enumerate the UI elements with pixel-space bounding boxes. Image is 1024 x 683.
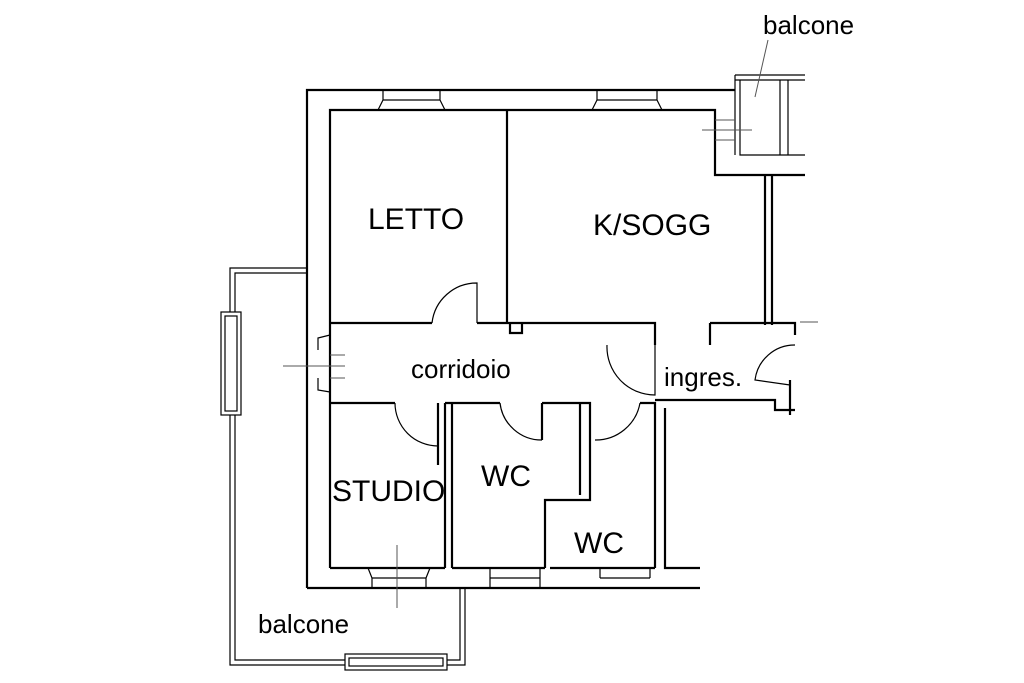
- balcony-label-top-right: balcone: [763, 10, 855, 40]
- room-label-corridoio: corridoio: [411, 354, 511, 384]
- room-label-letto: LETTO: [368, 203, 465, 236]
- balcony-label-bottom-left: balcone: [258, 609, 350, 639]
- balcony-bottom-left: [220, 267, 466, 671]
- balcony-top-right: [702, 39, 818, 323]
- room-label-ingresso: ingres.: [664, 362, 743, 392]
- room-label-studio: STUDIO: [332, 475, 446, 508]
- room-label-wc-1: WC: [481, 460, 531, 493]
- room-label-wc-2: WC: [574, 527, 624, 560]
- room-label-k-sogg: K/SOGG: [593, 209, 712, 242]
- outer-walls: [305, 88, 805, 590]
- doors: [394, 282, 796, 447]
- windows: [317, 90, 663, 588]
- interior-walls: [330, 110, 797, 568]
